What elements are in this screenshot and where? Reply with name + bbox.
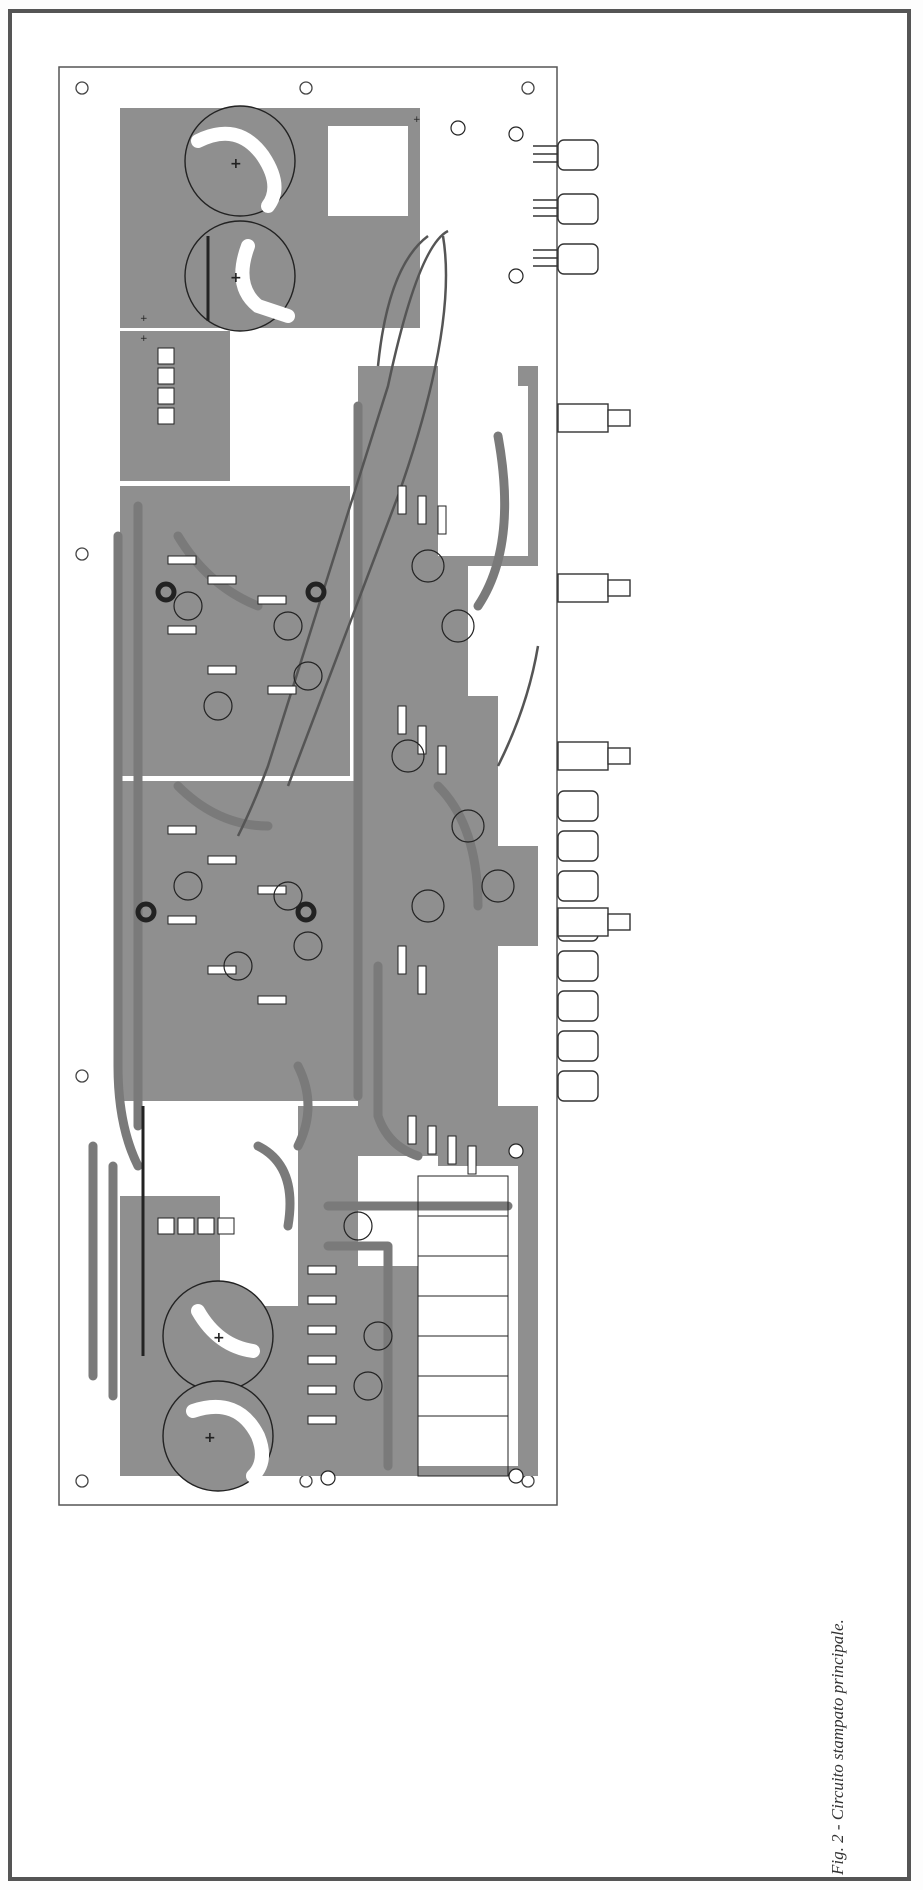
ground-bus bbox=[141, 236, 210, 1356]
connector-strip bbox=[533, 139, 631, 1102]
pcb-figure: + + + + bbox=[58, 66, 631, 1506]
screws bbox=[320, 120, 524, 1486]
svg-text:+: + bbox=[413, 115, 421, 125]
svg-text:+: + bbox=[140, 314, 148, 324]
test-points bbox=[135, 581, 327, 923]
svg-text:+: + bbox=[213, 1330, 225, 1346]
diode-bridge bbox=[157, 347, 235, 1235]
jumper-wires bbox=[236, 229, 540, 837]
figure-caption: Fig. 2 - Circuito stampato principale. bbox=[828, 1575, 848, 1875]
switch-bank bbox=[417, 1175, 509, 1477]
potentiometer-shafts bbox=[557, 403, 631, 937]
capacitor-traces bbox=[186, 126, 295, 1483]
silkscreen-marks: + + + bbox=[140, 115, 421, 344]
svg-text:+: + bbox=[204, 1430, 216, 1446]
components bbox=[167, 485, 477, 1425]
pcb-traces bbox=[88, 401, 513, 1471]
pcb-layout-drawing: + + + + bbox=[58, 66, 558, 1506]
transistors bbox=[173, 549, 515, 1401]
rca-jacks bbox=[557, 139, 599, 1102]
figure-caption-text: Fig. 2 - Circuito stampato principale. bbox=[828, 1619, 847, 1875]
svg-text:+: + bbox=[230, 156, 242, 172]
svg-text:+: + bbox=[230, 270, 242, 286]
svg-text:+: + bbox=[140, 334, 148, 344]
jack-springs bbox=[533, 145, 558, 267]
